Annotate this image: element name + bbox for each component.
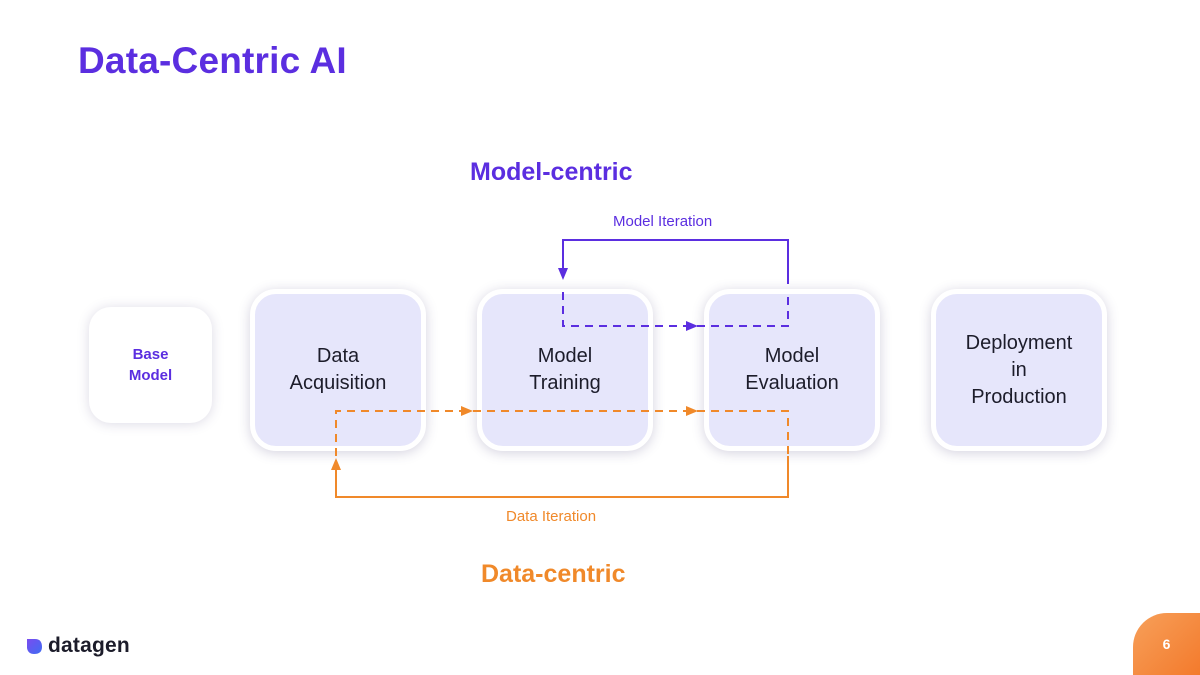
model-iteration-arrowhead-right — [686, 321, 698, 331]
data-iteration-loop — [335, 410, 789, 498]
page-number: 6 — [1162, 636, 1171, 652]
model-evaluation-node: Model Evaluation — [704, 289, 880, 451]
datagen-logo-icon — [27, 639, 42, 654]
base-model-label-line2: Model — [128, 367, 173, 384]
model-iteration-dashed-path — [562, 292, 789, 327]
data-iteration-arrowhead-right-1 — [461, 406, 473, 416]
model-iteration-loop — [562, 239, 789, 327]
data-iteration-dashed-path — [335, 410, 789, 456]
datagen-logo-text: datagen — [48, 634, 130, 657]
model-training-node: Model Training — [477, 289, 653, 451]
data-acquisition-node: Data Acquisition — [250, 289, 426, 451]
model-evaluation-label-line1: Model — [764, 345, 820, 367]
data-iteration-arrowhead-up — [331, 458, 341, 470]
model-iteration-label: Model Iteration — [613, 213, 713, 230]
data-iteration-solid-path — [335, 456, 789, 498]
data-iteration-arrowhead-right-2 — [686, 406, 698, 416]
model-evaluation-label-line2: Evaluation — [745, 372, 839, 394]
model-training-label-line1: Model — [537, 345, 593, 367]
data-acquisition-label-line1: Data — [316, 345, 360, 367]
data-centric-heading: Data-centric — [481, 560, 626, 588]
model-iteration-solid-path — [562, 239, 789, 284]
base-model-label-line1: Base — [132, 346, 169, 363]
page-number-badge: 6 — [1133, 613, 1200, 675]
deployment-label-line1: Deployment — [965, 331, 1073, 354]
deployment-label-line3: Production — [971, 385, 1067, 408]
slide-title: Data-Centric AI — [78, 40, 347, 81]
deployment-node: Deployment in Production — [931, 289, 1107, 451]
data-iteration-label: Data Iteration — [506, 508, 597, 525]
model-centric-heading: Model-centric — [470, 158, 633, 186]
model-training-label-line2: Training — [529, 372, 601, 394]
model-iteration-arrowhead-down — [558, 268, 568, 280]
deployment-label-line2: in — [1011, 358, 1027, 381]
data-acquisition-label-line2: Acquisition — [289, 372, 387, 394]
base-model-node: Base Model — [89, 307, 212, 423]
datagen-logo: datagen — [24, 634, 130, 658]
